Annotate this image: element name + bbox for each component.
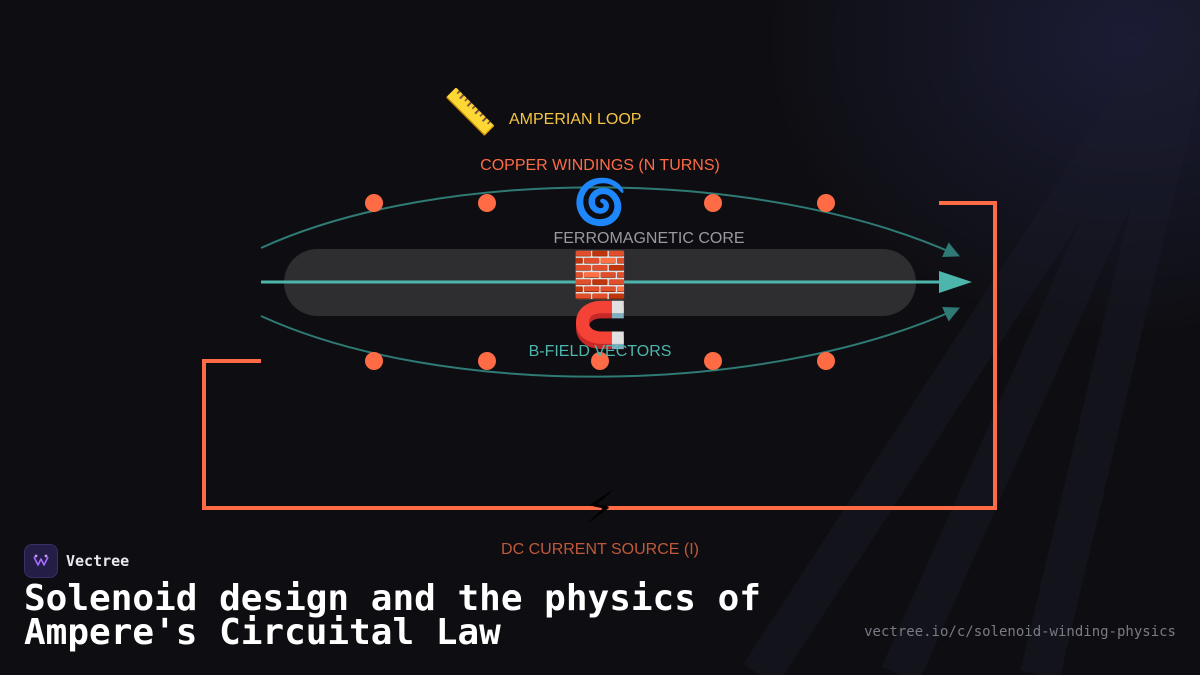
copper-windings-label: COPPER WINDINGS (N TURNS) bbox=[480, 157, 720, 174]
brand-name: Vectree bbox=[66, 552, 130, 570]
magnet-icon: 🧲 bbox=[573, 300, 628, 351]
winding-dot bbox=[817, 352, 835, 370]
circuit-wire bbox=[202, 201, 997, 510]
brand: Vectree bbox=[24, 544, 129, 578]
winding-dot bbox=[591, 352, 609, 370]
winding-dot bbox=[478, 352, 496, 370]
central-field-arrowhead bbox=[939, 271, 972, 293]
b-field-vectors-label: B-FIELD VECTORS bbox=[529, 343, 672, 360]
vectree-logo-icon bbox=[24, 544, 58, 578]
winding-dot bbox=[478, 194, 496, 212]
winding-dot bbox=[365, 352, 383, 370]
ferromagnetic-core-label: FERROMAGNETIC CORE bbox=[553, 230, 744, 247]
lower-field-line bbox=[260, 306, 960, 378]
ruler-icon: 📏 bbox=[443, 87, 498, 138]
winding-dot bbox=[817, 194, 835, 212]
page-title: Solenoid design and the physics of Amper… bbox=[24, 578, 761, 653]
brick-icon: 🧱 bbox=[573, 250, 628, 301]
winding-dot bbox=[704, 194, 722, 212]
winding-dot bbox=[365, 194, 383, 212]
dc-current-source-label: DC CURRENT SOURCE (I) bbox=[501, 541, 699, 558]
spiral-icon: 🌀 bbox=[573, 175, 628, 228]
lightning-icon: ⚡ bbox=[585, 483, 616, 534]
winding-dot bbox=[704, 352, 722, 370]
amperian-loop-label: AMPERIAN LOOP bbox=[509, 111, 641, 128]
upper-field-line bbox=[260, 186, 960, 258]
footer-url: vectree.io/c/solenoid-winding-physics bbox=[864, 624, 1176, 640]
